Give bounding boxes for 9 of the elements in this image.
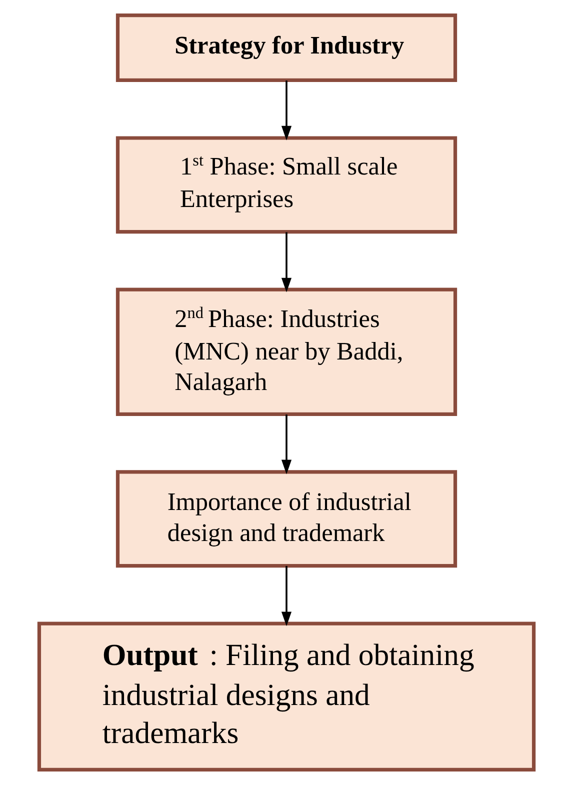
node-box: Output : Filing and obtaining industrial designs and trademarks: [36, 622, 536, 772]
arrow: [280, 80, 292, 140]
node-box: Importance of industrial design and trademark: [115, 470, 457, 568]
arrow: [280, 232, 292, 292]
node-box: 1$^{st}$ Phase: Small scale Enterprises: [115, 136, 457, 234]
arrow: [280, 414, 292, 474]
node-box: Strategy for Industry: [115, 13, 457, 82]
arrow: [280, 566, 292, 626]
node-box: 2$^{nd}$ Phase: Industries (MNC) near by Baddi, Nalagarh: [115, 288, 457, 416]
